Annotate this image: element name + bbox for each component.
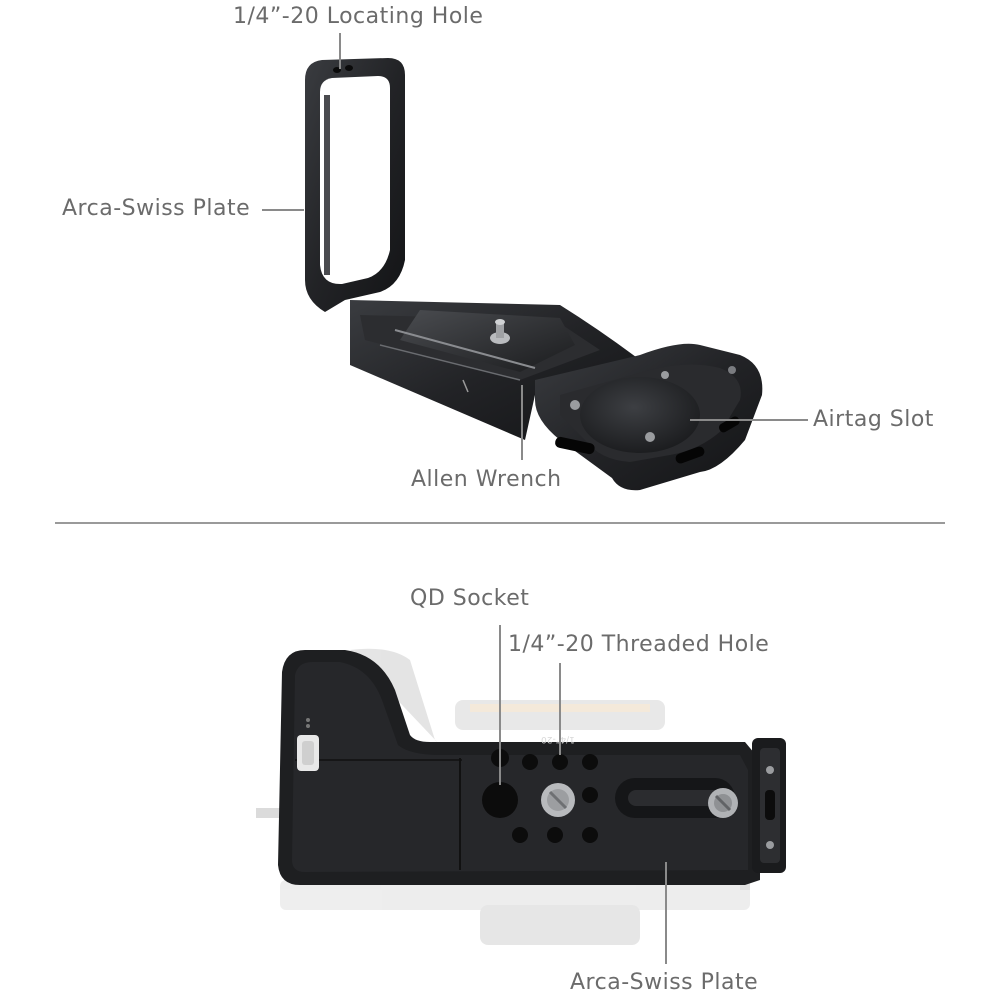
allen-wrench-label: Allen Wrench	[411, 467, 562, 492]
base-plate	[350, 300, 640, 440]
qd-socket-label: QD Socket	[410, 586, 530, 611]
qd-socket-shape	[482, 782, 518, 818]
allen-wrench-leader	[521, 385, 523, 460]
threaded-hole-leader	[559, 663, 561, 755]
arca-plate-leader-top	[262, 209, 304, 211]
arca-slot	[615, 778, 738, 818]
vertical-arm	[305, 58, 405, 312]
hole-array	[482, 749, 598, 843]
locating-hole-label: 1/4”-20 Locating Hole	[233, 4, 484, 29]
arca-plate-label-top: Arca-Swiss Plate	[62, 196, 251, 221]
engraving-label: 1/4”-20	[541, 734, 575, 744]
side-clamp	[752, 738, 786, 873]
locating-hole-leader	[339, 33, 341, 69]
threaded-hole-shape	[552, 754, 568, 770]
airtag-disc	[580, 377, 700, 453]
threaded-hole-label: 1/4”-20 Threaded Hole	[508, 632, 770, 657]
qd-socket-leader	[499, 625, 501, 785]
airtag-slot-label: Airtag Slot	[813, 407, 934, 432]
arca-plate-label-bottom: Arca-Swiss Plate	[570, 970, 759, 995]
airtag-housing	[535, 343, 763, 491]
bottom-plate	[278, 650, 760, 885]
section-divider	[55, 522, 945, 524]
arca-plate-leader-bottom	[665, 862, 667, 964]
airtag-leader	[690, 419, 808, 421]
